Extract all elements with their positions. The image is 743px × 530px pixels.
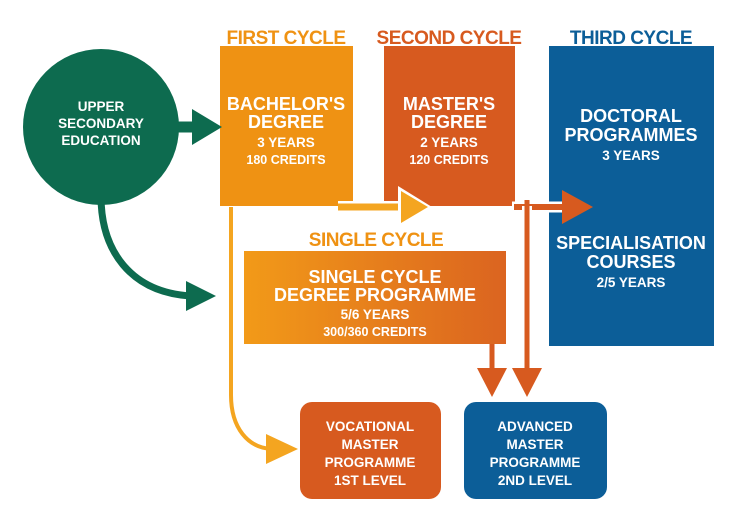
single-cycle-heading: SINGLE CYCLE — [309, 230, 443, 251]
upper-secondary-line-3: EDUCATION — [61, 133, 140, 148]
doctoral-line-1: DOCTORAL — [580, 106, 682, 126]
advanced-line-3: PROGRAMME — [490, 455, 581, 470]
bachelor-line-1: BACHELOR'S — [227, 94, 345, 114]
green-arrowhead-single-cycle — [186, 281, 216, 311]
master-line-1: MASTER'S — [403, 94, 495, 114]
orange-curve-to-vocational — [229, 207, 273, 451]
vocational-line-4: 1ST LEVEL — [334, 473, 406, 488]
third-cycle-heading: THIRD CYCLE — [570, 28, 692, 49]
upper-secondary-circle — [23, 49, 179, 205]
single-cycle-line-2: DEGREE PROGRAMME — [274, 285, 476, 305]
specialisation-line-2: COURSES — [586, 252, 675, 272]
master-years: 2 YEARS — [420, 135, 478, 150]
vocational-line-2: MASTER — [342, 437, 399, 452]
doctoral-years: 3 YEARS — [602, 148, 660, 163]
single-cycle-line-1: SINGLE CYCLE — [308, 267, 441, 287]
specialisation-line-1: SPECIALISATION — [556, 233, 706, 253]
orange-arrowhead-vocational — [266, 434, 298, 464]
master-line-2: DEGREE — [411, 112, 487, 132]
upper-secondary-line-2: SECONDARY — [58, 116, 144, 131]
master-credits: 120 CREDITS — [409, 153, 488, 167]
vocational-line-3: PROGRAMME — [325, 455, 416, 470]
advanced-line-1: ADVANCED — [497, 419, 573, 434]
vocational-master-box — [300, 402, 441, 499]
orange-arrowhead-second — [401, 191, 428, 223]
green-curve-to-single-cycle — [97, 195, 191, 300]
doctoral-line-2: PROGRAMMES — [564, 125, 697, 145]
red-arrowhead-advanced-b — [477, 368, 507, 397]
green-arrowhead-first-cycle — [192, 109, 222, 145]
advanced-line-2: MASTER — [507, 437, 564, 452]
bachelor-credits: 180 CREDITS — [246, 153, 325, 167]
red-arrowhead-third — [562, 190, 593, 224]
second-cycle-heading: SECOND CYCLE — [377, 28, 522, 49]
second-cycle-box — [384, 46, 515, 206]
first-cycle-box — [220, 46, 353, 206]
first-cycle-heading: FIRST CYCLE — [226, 28, 345, 49]
red-arrowhead-advanced-a — [512, 368, 542, 397]
bachelor-years: 3 YEARS — [257, 135, 315, 150]
vocational-line-1: VOCATIONAL — [326, 419, 414, 434]
single-cycle-credits: 300/360 CREDITS — [323, 325, 427, 339]
single-cycle-years: 5/6 YEARS — [341, 307, 410, 322]
advanced-master-box — [464, 402, 607, 499]
upper-secondary-line-1: UPPER — [78, 99, 125, 114]
bachelor-line-2: DEGREE — [248, 112, 324, 132]
advanced-line-4: 2ND LEVEL — [498, 473, 572, 488]
specialisation-years: 2/5 YEARS — [597, 275, 666, 290]
third-cycle-box — [549, 46, 714, 346]
